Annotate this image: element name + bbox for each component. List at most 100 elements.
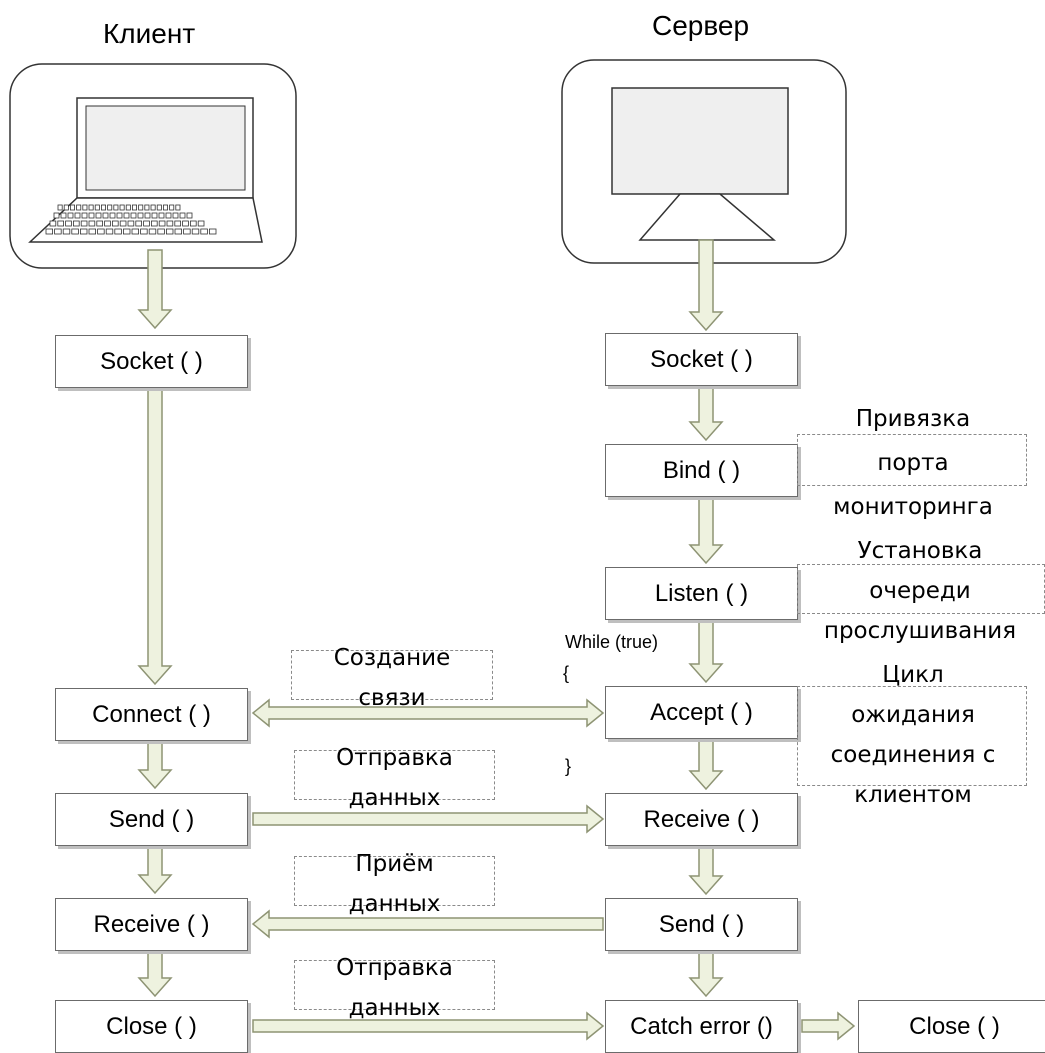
arrow-server-socket-to-bind xyxy=(688,387,724,442)
keyboard-key xyxy=(165,228,174,235)
keyboard-key xyxy=(197,220,205,227)
arrow-server-receive-to-send xyxy=(688,846,724,896)
accept-note-line: Цикл xyxy=(882,662,944,688)
accept-note: Цикл ожидания соединения с клиентом xyxy=(800,660,1026,810)
keyboard-key xyxy=(109,212,116,219)
keyboard-key xyxy=(174,228,182,235)
arrow-client-connect-to-send xyxy=(137,741,173,790)
arrow-close-to-catch xyxy=(252,1011,605,1041)
server-bind-box: Bind ( ) xyxy=(605,444,798,497)
server-close-box: Close ( ) xyxy=(858,1000,1045,1053)
keyboard-key xyxy=(189,220,197,227)
keyboard-key xyxy=(88,228,96,235)
keyboard-key xyxy=(137,212,144,219)
keyboard-key xyxy=(130,212,137,219)
keyboard-key xyxy=(60,212,67,219)
keyboard-key xyxy=(123,212,130,219)
keyboard-key xyxy=(53,212,60,219)
receive-note-line: Приём xyxy=(355,851,434,877)
listen-note-line: очереди xyxy=(869,578,971,604)
while-loop-label: While (true) xyxy=(565,632,659,652)
keyboard-key xyxy=(165,212,172,219)
arrow-server-accept-to-receive xyxy=(688,739,724,791)
keyboard-key xyxy=(119,204,125,211)
keyboard-key xyxy=(183,228,191,235)
keyboard-key xyxy=(169,204,175,211)
close-note-frame xyxy=(294,960,495,1010)
keyboard-key xyxy=(172,212,179,219)
arrow-server-send-to-catch xyxy=(688,951,724,998)
send-note-frame xyxy=(294,750,495,800)
keyboard-key xyxy=(175,204,181,211)
arrow-server-bind-to-listen xyxy=(688,497,724,565)
keyboard-key xyxy=(151,212,158,219)
client-socket-box: Socket ( ) xyxy=(55,335,248,388)
close-note-line: данных xyxy=(348,995,441,1021)
connect-note-line: связи xyxy=(358,685,426,711)
keyboard-key xyxy=(71,228,79,235)
server-socket-box: Socket ( ) xyxy=(605,333,798,386)
keyboard-key xyxy=(57,204,63,211)
arrow-client-socket-to-connect xyxy=(137,389,173,686)
keyboard-key xyxy=(54,228,62,235)
keyboard-key xyxy=(95,212,102,219)
bind-note: Привязка порта мониторинга xyxy=(800,404,1026,522)
keyboard-key xyxy=(148,228,157,235)
keyboard-key xyxy=(135,220,143,227)
keyboard-key xyxy=(97,228,105,235)
monitor-icon xyxy=(611,87,789,241)
keyboard-key xyxy=(162,204,168,211)
arrow-server-listen-to-accept xyxy=(688,620,724,684)
server-accept-box: Accept ( ) xyxy=(605,686,798,739)
arrow-server-device-to-socket xyxy=(688,239,724,332)
connect-note-frame xyxy=(291,650,493,700)
accept-note-frame xyxy=(797,686,1027,786)
keyboard-key xyxy=(144,212,151,219)
client-send-box: Send ( ) xyxy=(55,793,248,846)
arrow-send-receive xyxy=(252,804,605,834)
server-send-box: Send ( ) xyxy=(605,898,798,951)
listen-note-line: прослушивания xyxy=(823,618,1017,644)
keyboard-key xyxy=(119,220,127,227)
keyboard-key xyxy=(200,228,208,235)
listen-note: Установка очереди прослушивания xyxy=(795,536,1045,646)
keyboard-key xyxy=(144,204,150,211)
receive-note-frame xyxy=(294,856,495,906)
receive-note-line: данных xyxy=(348,891,441,917)
keyboard-key xyxy=(63,204,69,211)
keyboard-key xyxy=(166,220,174,227)
keyboard-key xyxy=(88,204,94,211)
arrow-client-send-to-receive xyxy=(137,846,173,895)
keyboard-key xyxy=(140,228,148,235)
keyboard-key xyxy=(57,220,64,227)
keyboard-key xyxy=(104,220,111,227)
receive-note: Приём данных xyxy=(294,849,495,919)
send-note-line: Отправка xyxy=(336,745,453,771)
send-note: Отправка данных xyxy=(294,743,495,813)
keyboard-key xyxy=(102,212,109,219)
keyboard-key xyxy=(70,204,76,211)
keyboard-key xyxy=(158,212,165,219)
keyboard-key xyxy=(96,220,104,227)
keyboard-key xyxy=(158,220,166,227)
keyboard-key xyxy=(80,220,88,227)
accept-note-line: ожидания xyxy=(851,702,975,728)
keyboard-key xyxy=(156,204,162,211)
bind-note-line: порта xyxy=(877,450,949,476)
arrow-client-device-to-socket xyxy=(137,249,173,330)
listen-note-line: Установка xyxy=(857,538,983,564)
keyboard-key xyxy=(174,220,182,227)
keyboard-key xyxy=(45,228,53,235)
keyboard-key xyxy=(114,228,122,235)
close-note: Отправка данных xyxy=(294,953,495,1023)
server-catch-error-box: Catch error () xyxy=(605,1000,798,1053)
keyboard-key xyxy=(73,220,80,227)
keyboard-key xyxy=(67,212,74,219)
client-close-box: Close ( ) xyxy=(55,1000,248,1053)
server-listen-box: Listen ( ) xyxy=(605,567,798,620)
keyboard-key xyxy=(123,228,131,235)
keyboard-key xyxy=(208,228,217,235)
close-note-line: Отправка xyxy=(336,955,453,981)
keyboard-key xyxy=(88,212,95,219)
loop-open-brace: { xyxy=(563,663,570,683)
